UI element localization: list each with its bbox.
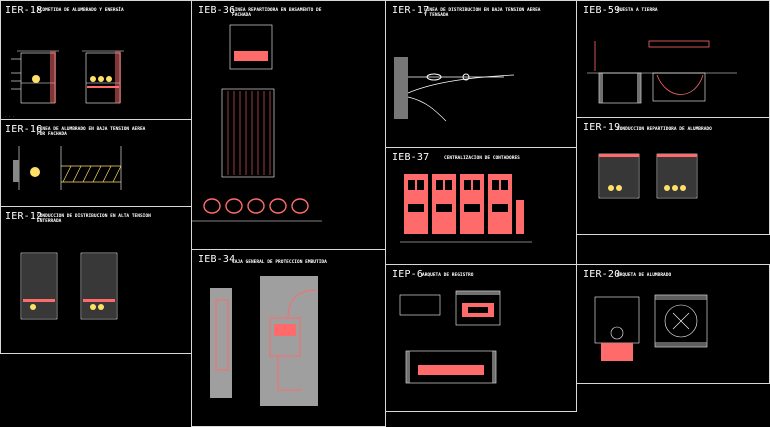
panel-ier-20: IER-20 ARQUETA DE ALUMBRADO [576, 264, 770, 384]
panel-code: IEB-36 [198, 5, 236, 16]
panel-code: IER-18 [5, 5, 43, 16]
scale-note: · · · [5, 114, 14, 118]
facade-line-drawing [13, 146, 122, 190]
panel-title: CONDUCCION DE DISTRIBUCION EN ALTA TENSI… [37, 214, 151, 224]
panel-title: CENTRALIZACION DE CONTADORES [444, 156, 520, 161]
lighting-box-drawing [594, 294, 708, 361]
trench-section-drawing [598, 153, 698, 199]
panel-iep-6: IEP-6 ARQUETA DE REGISTRO [385, 264, 577, 412]
panel-title: CAJA GENERAL DE PROTECCION EMBUTIDA [232, 260, 327, 265]
panel-title: PUESTA A TIERRA [617, 8, 658, 13]
panel-title: CONDUCCION REPARTIDORA DE ALUMBRADO [617, 127, 712, 132]
tensioned-line-drawing [394, 57, 515, 122]
trench-section-drawing: · · · [5, 50, 124, 118]
panel-title: ARQUETA DE ALUMBRADO [617, 273, 672, 278]
panel-title: LINEA REPARTIDORA EN BASAMENTO DE FACHAD… [232, 8, 322, 18]
registry-box-drawing [399, 290, 501, 384]
panel-code: IEP-6 [392, 269, 424, 280]
panel-ieb-34: IEB-34 CAJA GENERAL DE PROTECCION EMBUTI… [191, 249, 386, 427]
panel-ier-12: IER-12 CONDUCCION DE DISTRIBUCION EN ALT… [0, 206, 192, 354]
panel-ier-17: IER-17 LINEA DE DISTRIBUCION EN BAJA TEN… [385, 0, 577, 148]
panel-title: ARQUETA DE REGISTRO [422, 273, 474, 278]
panel-title: LINEA DE DISTRIBUCION EN BAJA TENSION AE… [424, 8, 541, 18]
meter-centralization-drawing [400, 174, 532, 243]
trench-section-drawing [20, 252, 118, 320]
panel-code: IEB-34 [198, 254, 236, 265]
panel-title: ACOMETIDA DE ALUMBRADO Y ENERGÍA [37, 8, 124, 13]
panel-code: IER-20 [583, 269, 621, 280]
panel-code: IEB-59 [583, 5, 621, 16]
panel-ieb-59: IEB-59 PUESTA A TIERRA [576, 0, 770, 118]
embedded-box-drawing [210, 276, 318, 406]
panel-code: IEB-37 [392, 152, 430, 163]
facade-base-drawing [192, 24, 322, 222]
panel-code: IER-17 [392, 5, 430, 16]
panel-ieb-36: IEB-36 LINEA REPARTIDORA EN BASAMENTO DE… [191, 0, 386, 250]
panel-code: IER-12 [5, 211, 43, 222]
panel-code: IER-19 [583, 122, 621, 133]
panel-ier-18: IER-18 ACOMETIDA DE ALUMBRADO Y ENERGÍA … [0, 0, 192, 120]
panel-ier-19: IER-19 CONDUCCION REPARTIDORA DE ALUMBRA… [576, 117, 770, 235]
grounding-drawing [587, 40, 737, 104]
panel-title: LINEA DE ALUMBRADO EN BAJA TENSION AEREA… [37, 127, 146, 137]
panel-ier-16: IER-16 LINEA DE ALUMBRADO EN BAJA TENSIO… [0, 119, 192, 207]
panel-code: IER-16 [5, 124, 43, 135]
panel-ieb-37: IEB-37 CENTRALIZACION DE CONTADORES [385, 147, 577, 265]
